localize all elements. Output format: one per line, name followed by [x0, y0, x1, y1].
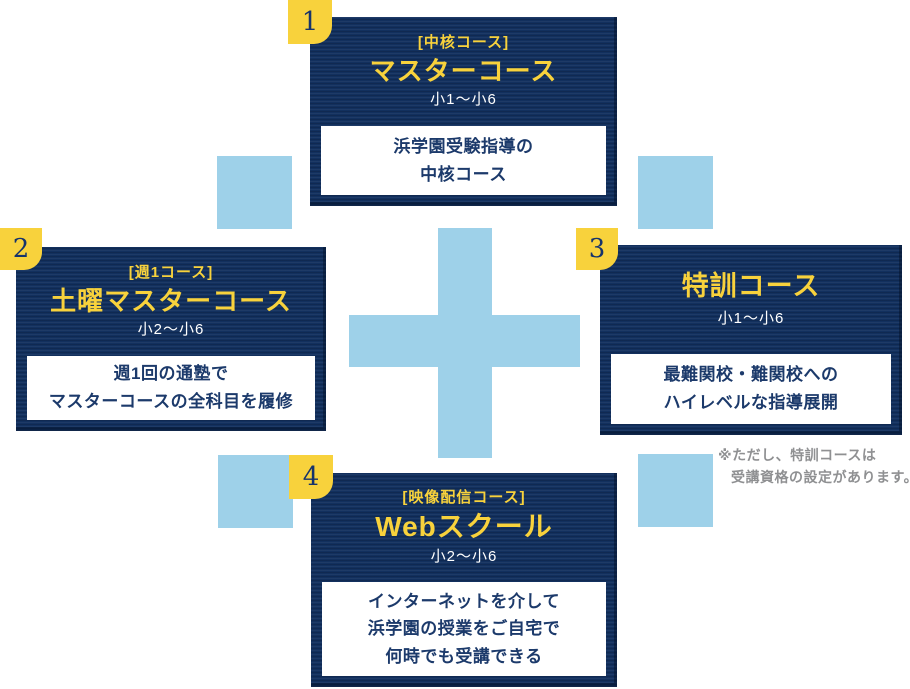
course-card-header: [中核コース] マスターコース 小1〜小6 [310, 17, 617, 125]
eligibility-note: ※ただし、特訓コースは 受講資格の設定があります。 [718, 444, 910, 488]
course-number-badge: 3 [576, 228, 618, 270]
connector-square-bottom-right [638, 454, 713, 527]
description-line: 浜学園の授業をご自宅で [367, 619, 561, 639]
description-line: 週1回の通塾で [113, 364, 229, 384]
course-card-header: [映像配信コース] Webスクール 小2〜小6 [311, 473, 617, 581]
course-card-saturday-master: 2 [週1コース] 土曜マスターコース 小2〜小6 週1回の通塾で マスターコー… [0, 228, 326, 431]
course-subtitle: [映像配信コース] [402, 488, 526, 506]
course-subtitle: [週1コース] [128, 263, 214, 281]
course-card-header: [週1コース] 土曜マスターコース 小2〜小6 [16, 247, 326, 355]
course-number-badge: 2 [0, 228, 42, 270]
description-line: 中核コース [420, 164, 507, 184]
course-card-web-school: 4 [映像配信コース] Webスクール 小2〜小6 インターネットを介して 浜学… [289, 455, 617, 687]
course-grade-range: 小2〜小6 [137, 321, 205, 339]
plus-icon-vertical-bar [438, 228, 492, 458]
eligibility-note-line: 受講資格の設定があります。 [731, 469, 910, 485]
connector-square-top-right [638, 156, 713, 229]
course-title: マスターコース [369, 55, 558, 86]
description-line: マスターコースの全科目を履修 [48, 392, 294, 411]
course-title: Webスクール [375, 510, 553, 542]
description-line: インターネットを介して [368, 591, 560, 611]
course-title: 特訓コース [681, 270, 821, 301]
course-grade-range: 小1〜小6 [717, 310, 785, 328]
description-line: 何時でも受講できる [385, 646, 543, 666]
course-description: 浜学園受験指導の 中核コース [321, 126, 606, 195]
course-description: インターネットを介して 浜学園の授業をご自宅で 何時でも受講できる [322, 582, 606, 676]
course-grade-range: 小2〜小6 [430, 548, 498, 566]
course-title: 土曜マスターコース [50, 285, 292, 316]
course-subtitle: [中核コース] [417, 33, 510, 51]
connector-square-top-left [217, 156, 292, 229]
course-number-badge: 4 [289, 455, 333, 499]
course-grade-range: 小1〜小6 [430, 91, 497, 109]
description-line: 浜学園受験指導の [393, 136, 534, 156]
description-line: 最難関校・難関校への [663, 365, 839, 385]
course-card-master: 1 [中核コース] マスターコース 小1〜小6 浜学園受験指導の 中核コース [288, 0, 617, 206]
course-description: 週1回の通塾で マスターコースの全科目を履修 [27, 356, 315, 420]
course-number-badge: 1 [288, 0, 332, 44]
connector-square-bottom-left [218, 455, 293, 528]
description-line: ハイレベルな指導展開 [663, 393, 839, 412]
eligibility-note-line: ※ただし、特訓コースは [718, 447, 877, 463]
course-card-tokkun: 3 特訓コース 小1〜小6 最難関校・難関校への ハイレベルな指導展開 [576, 228, 902, 435]
course-description: 最難関校・難関校への ハイレベルな指導展開 [611, 354, 891, 424]
course-card-header: 特訓コース 小1〜小6 [600, 245, 902, 353]
